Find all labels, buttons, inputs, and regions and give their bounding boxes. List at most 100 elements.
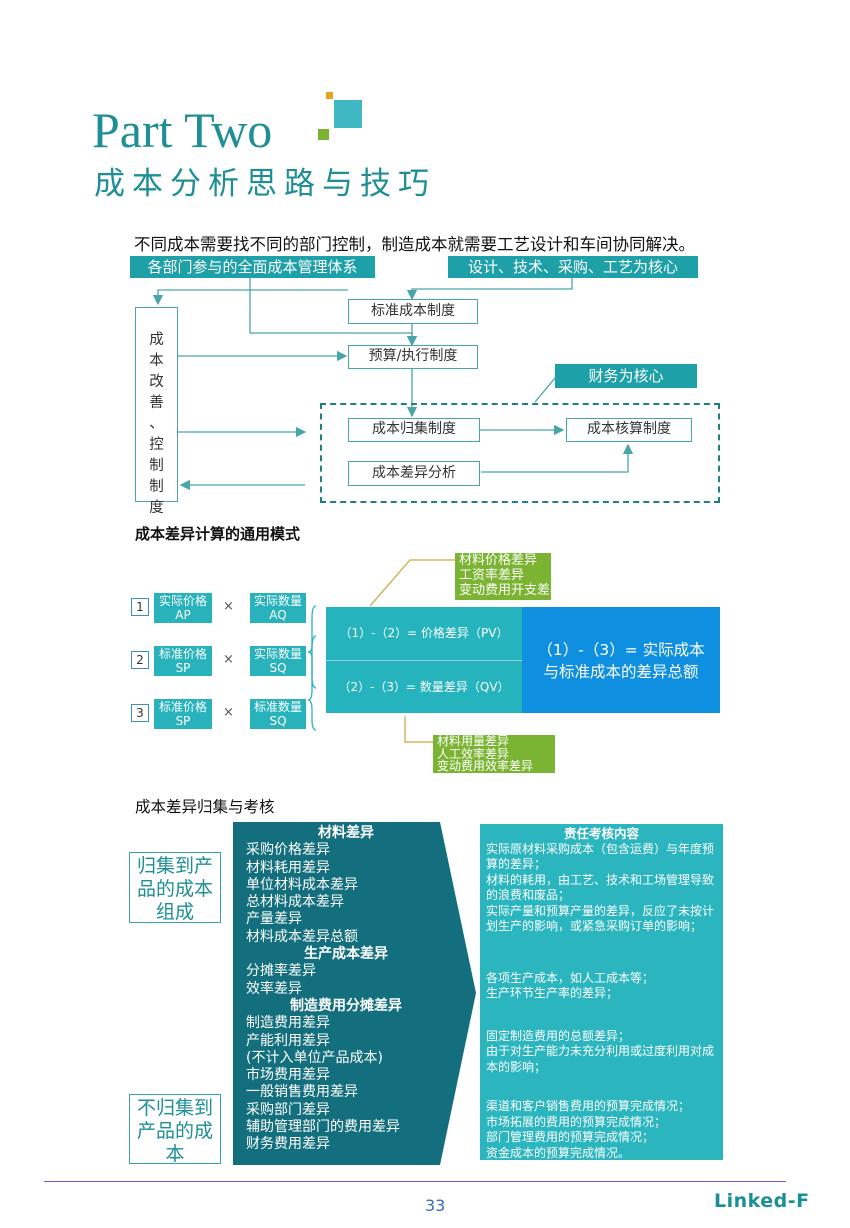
material-price-variance: 材料价格差异: [459, 553, 538, 568]
box-label: 实际价格: [158, 594, 207, 608]
label-line: 产品的成: [136, 1120, 213, 1142]
brand-logo: Linked-F: [714, 1190, 810, 1212]
vertical-char: 善: [149, 395, 164, 411]
responsibility-item: 部门管理费用的预算完成情况；: [486, 1130, 655, 1144]
box-label: 标准价格: [158, 700, 207, 714]
variable-spending-variance: 变动费用开支差异: [459, 583, 564, 598]
variance-group-heading: 制造费用分摊差异: [290, 997, 402, 1014]
product-cost-label: 归集到产 品的成本 组成: [129, 852, 221, 923]
responsibility-group: 实际原材料采购成本（包含运费）与年度预算的差异；材料的耗用，由工艺、技术和工场管…: [486, 842, 717, 935]
decor-square-orange: [326, 92, 333, 99]
total-variance-box: （1）-（3）= 实际成本 与标准成本的差异总额: [522, 607, 720, 713]
quantity-variance-types: 材料用量差异 人工效率差异 变动费用效率差异: [433, 735, 555, 773]
responsibility-item: 实际原材料采购成本（包含运费）与年度预算的差异；: [486, 841, 715, 872]
vertical-char: 控: [149, 437, 164, 453]
vertical-char: 改: [149, 374, 164, 390]
finance-dashed-area: [320, 403, 720, 503]
variance-item: 一般销售费用差异: [246, 1084, 358, 1101]
variance-item: 采购价格差异: [246, 842, 330, 859]
vertical-char: 成: [149, 332, 164, 348]
responsibility-group: 渠道和客户销售费用的预算完成情况；市场拓展的费用的预算完成情况；部门管理费用的预…: [486, 1099, 717, 1161]
variance-group-heading: 生产成本差异: [304, 946, 388, 963]
variance-item: 制造费用差异: [246, 1015, 330, 1032]
responsibility-group: 固定制造费用的总额差异；由于对生产能力未充分利用或过度利用对成本的影响；: [486, 1029, 717, 1076]
price-variance-formula: （1）-（2）= 价格差异（PV）: [326, 607, 522, 660]
responsibility-item: 材料的耗用，由工艺、技术和工场管理导致的浪费和废品；: [486, 872, 715, 903]
cost-accounting-box: 成本核算制度: [566, 418, 692, 442]
actual-quantity-box: 实际数量 AQ: [250, 593, 306, 623]
variance-item: 总材料成本差异: [246, 894, 344, 911]
responsibility-item: 各项生产成本，如人工成本等；: [486, 970, 655, 985]
responsibility-group: 各项生产成本，如人工成本等；生产环节生产率的差异；: [486, 971, 717, 1002]
multiply-sign: ×: [223, 705, 234, 720]
variance-item: 效率差异: [246, 980, 302, 997]
label-line: 不归集到: [136, 1097, 213, 1119]
decor-square-green: [318, 129, 329, 140]
variance-list: 材料差异采购价格差异材料耗用差异单位材料成本差异总材料成本差异产量差异材料成本差…: [246, 825, 446, 1154]
box-abbr: SP: [175, 661, 191, 675]
price-variance-types: 材料价格差异 工资率差异 变动费用开支差异: [455, 553, 564, 600]
vertical-char: 度: [149, 500, 164, 516]
box-label: 标准数量: [253, 700, 302, 714]
budget-box: 预算/执行制度: [348, 345, 478, 369]
standard-cost-box: 标准成本制度: [348, 299, 478, 324]
actual-quantity-box-2: 实际数量 SQ: [250, 646, 306, 676]
variance-item: 辅助管理部门的费用差异: [246, 1119, 400, 1136]
row-number: 2: [131, 651, 149, 669]
variance-item: 产量差异: [246, 911, 302, 928]
cost-variance-box: 成本差异分析: [348, 461, 480, 486]
part-title: Part Two: [92, 102, 273, 158]
responsibility-panel: 责任考核内容 实际原材料采购成本（包含运费）与年度预算的差异；材料的耗用，由工艺…: [480, 824, 723, 1160]
box-abbr: SQ: [269, 714, 287, 728]
multiply-sign: ×: [223, 652, 234, 667]
box-abbr: SP: [175, 714, 191, 728]
material-usage-variance: 材料用量差异: [437, 734, 510, 748]
cost-improvement-label: 成本改善、控制制度: [136, 308, 177, 519]
box-label: 标准价格: [158, 647, 207, 661]
variable-efficiency-variance: 变动费用效率差异: [437, 759, 534, 773]
decor-square-teal: [334, 100, 362, 128]
box-abbr: SQ: [269, 661, 287, 675]
vertical-char: 、: [149, 416, 164, 432]
label-line: 归集到产: [136, 855, 213, 877]
variance-item: 产能利用差异: [246, 1032, 330, 1049]
section-title-variance-collection: 成本差异归集与考核: [135, 798, 275, 816]
responsibility-item: 资金成本的预算完成情况。: [486, 1145, 631, 1160]
responsibility-title: 责任考核内容: [563, 826, 639, 841]
section-title-variance-model: 成本差异计算的通用模式: [135, 525, 301, 543]
right-header: 设计、技术、采购、工艺为核心: [448, 256, 698, 278]
vertical-char: 本: [149, 353, 164, 369]
label-line: 品的成本: [136, 878, 213, 900]
responsibility-content: 实际原材料采购成本（包含运费）与年度预算的差异；材料的耗用，由工艺、技术和工场管…: [486, 842, 717, 1162]
non-product-cost-label: 不归集到 产品的成 本: [129, 1094, 221, 1165]
vertical-char: 制: [149, 458, 164, 474]
footer-divider: [44, 1181, 786, 1182]
variance-item: 财务费用差异: [246, 1136, 330, 1153]
variance-item: 单位材料成本差异: [246, 876, 358, 893]
finance-core-label: 财务为核心: [555, 364, 697, 388]
box-label: 实际数量: [253, 647, 302, 661]
variance-item: 材料耗用差异: [246, 859, 330, 876]
variance-item: 市场费用差异: [246, 1067, 330, 1084]
intro-text: 不同成本需要找不同的部门控制，制造成本就需要工艺设计和车间协同解决。: [134, 235, 695, 254]
box-abbr: AP: [175, 608, 191, 622]
responsibility-item: 渠道和客户销售费用的预算完成情况；: [486, 1099, 691, 1113]
responsibility-item: 实际产量和预算产量的差异，反应了未按计划生产的影响，或紧急采购订单的影响；: [486, 903, 715, 934]
wage-rate-variance: 工资率差异: [459, 568, 525, 583]
responsibility-item: 生产环节生产率的差异；: [486, 986, 619, 1000]
actual-price-box: 实际价格 AP: [154, 593, 212, 623]
variance-item: 材料成本差异总额: [246, 928, 358, 945]
vertical-char: 制: [149, 479, 164, 495]
label-line: 组成: [155, 901, 194, 923]
responsibility-item: 由于对生产能力未充分利用或过度利用对成本的影响；: [486, 1044, 715, 1074]
left-header: 各部门参与的全面成本管理体系: [130, 256, 375, 278]
total-variance-line2: 与标准成本的差异总额: [543, 663, 699, 681]
total-variance-line1: （1）-（3）= 实际成本: [537, 641, 705, 659]
cost-improvement-box: 成本改善、控制制度: [135, 307, 178, 516]
variance-item: 采购部门差异: [246, 1101, 330, 1118]
page-number: 33: [425, 1196, 446, 1215]
row-number: 3: [131, 704, 149, 722]
